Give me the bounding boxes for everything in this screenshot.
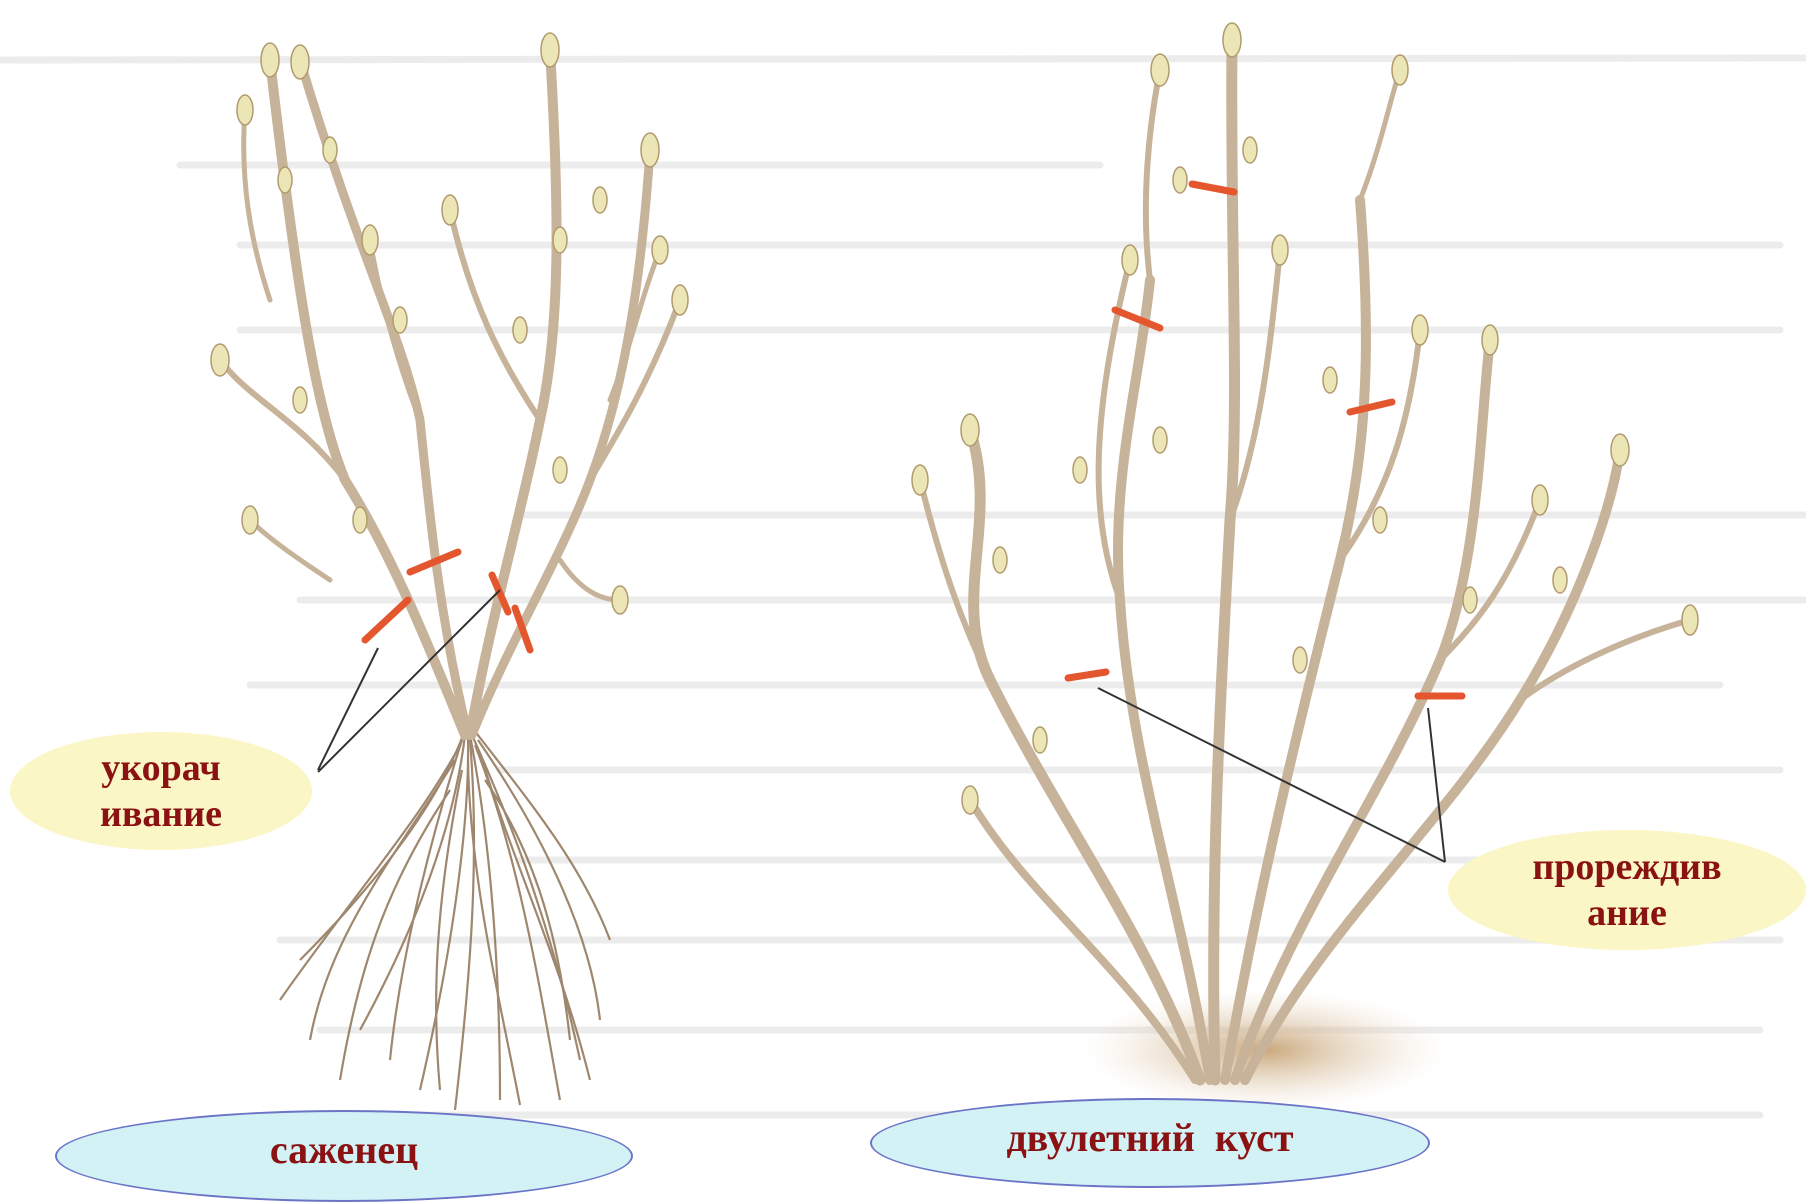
sapling-roots	[280, 730, 610, 1110]
shorten-label: укорач ивание	[10, 732, 312, 850]
sapling-buds	[211, 33, 688, 614]
sapling-branches	[220, 50, 680, 735]
pruning-illustration	[0, 0, 1806, 1165]
thinning-label: прореждив ание	[1448, 830, 1806, 950]
sapling-caption: саженец	[55, 1110, 633, 1202]
background-page-texture	[0, 58, 1806, 1115]
two-year-bush-caption: двулетний куст	[870, 1098, 1430, 1188]
